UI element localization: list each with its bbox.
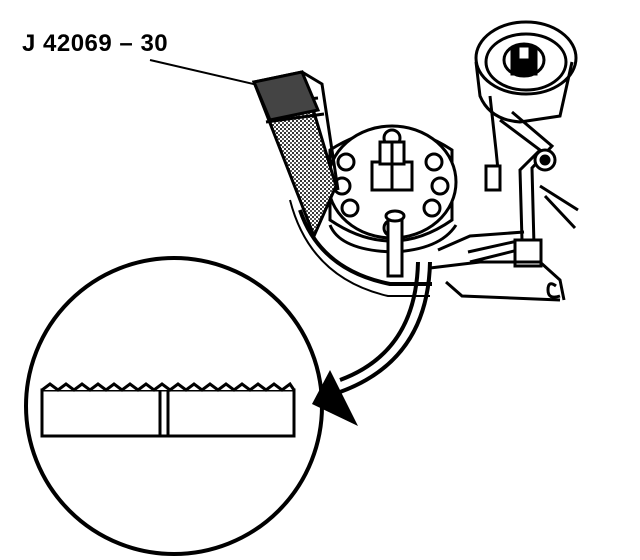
tensioner-pulley [474,20,578,191]
belt-holding-tool [251,70,340,240]
callout-leader-line [149,59,263,87]
tool-callout-label: J 42069 – 30 [22,30,169,57]
locating-pin [384,209,406,278]
engine-block [429,184,579,302]
timing-belt [298,209,432,286]
belt-tooth-detail [40,381,296,438]
crankshaft-bolt [370,140,414,192]
detail-pointer-arrow [312,261,432,426]
